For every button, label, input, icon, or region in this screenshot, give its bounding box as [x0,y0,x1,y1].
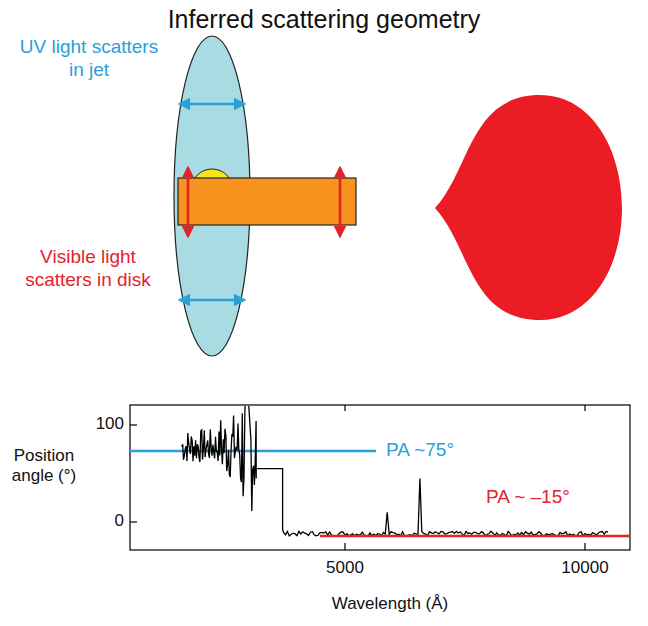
polarization-arrow [187,168,190,236]
polarization-arrow [180,103,244,106]
axis-tick-label: 5000 [305,558,385,578]
pa-line-uv [130,450,376,453]
pa-label: PA ~ –15° [486,486,570,509]
axis-title: Wavelength (Å) [280,594,500,614]
teardrop [435,95,622,320]
pa-line-visible [320,535,630,538]
axis-title: Position angle (°) [0,446,88,487]
polarization-arrow [339,168,342,236]
uv-label: UV light scatters in jet [18,36,160,82]
axis-tick-label: 10000 [545,558,625,578]
axis-tick-label: 100 [84,414,124,434]
pa-label: PA ~75° [386,439,454,462]
plot-frame [130,405,630,550]
axis-tick-label: 0 [84,511,124,531]
ticks [130,405,585,550]
visible-label: Visible light scatters in disk [12,246,164,292]
polarization-arrow [180,299,244,302]
title: Inferred scattering geometry [0,4,648,34]
spectrum-line [182,406,608,536]
disk-rect [178,178,356,225]
